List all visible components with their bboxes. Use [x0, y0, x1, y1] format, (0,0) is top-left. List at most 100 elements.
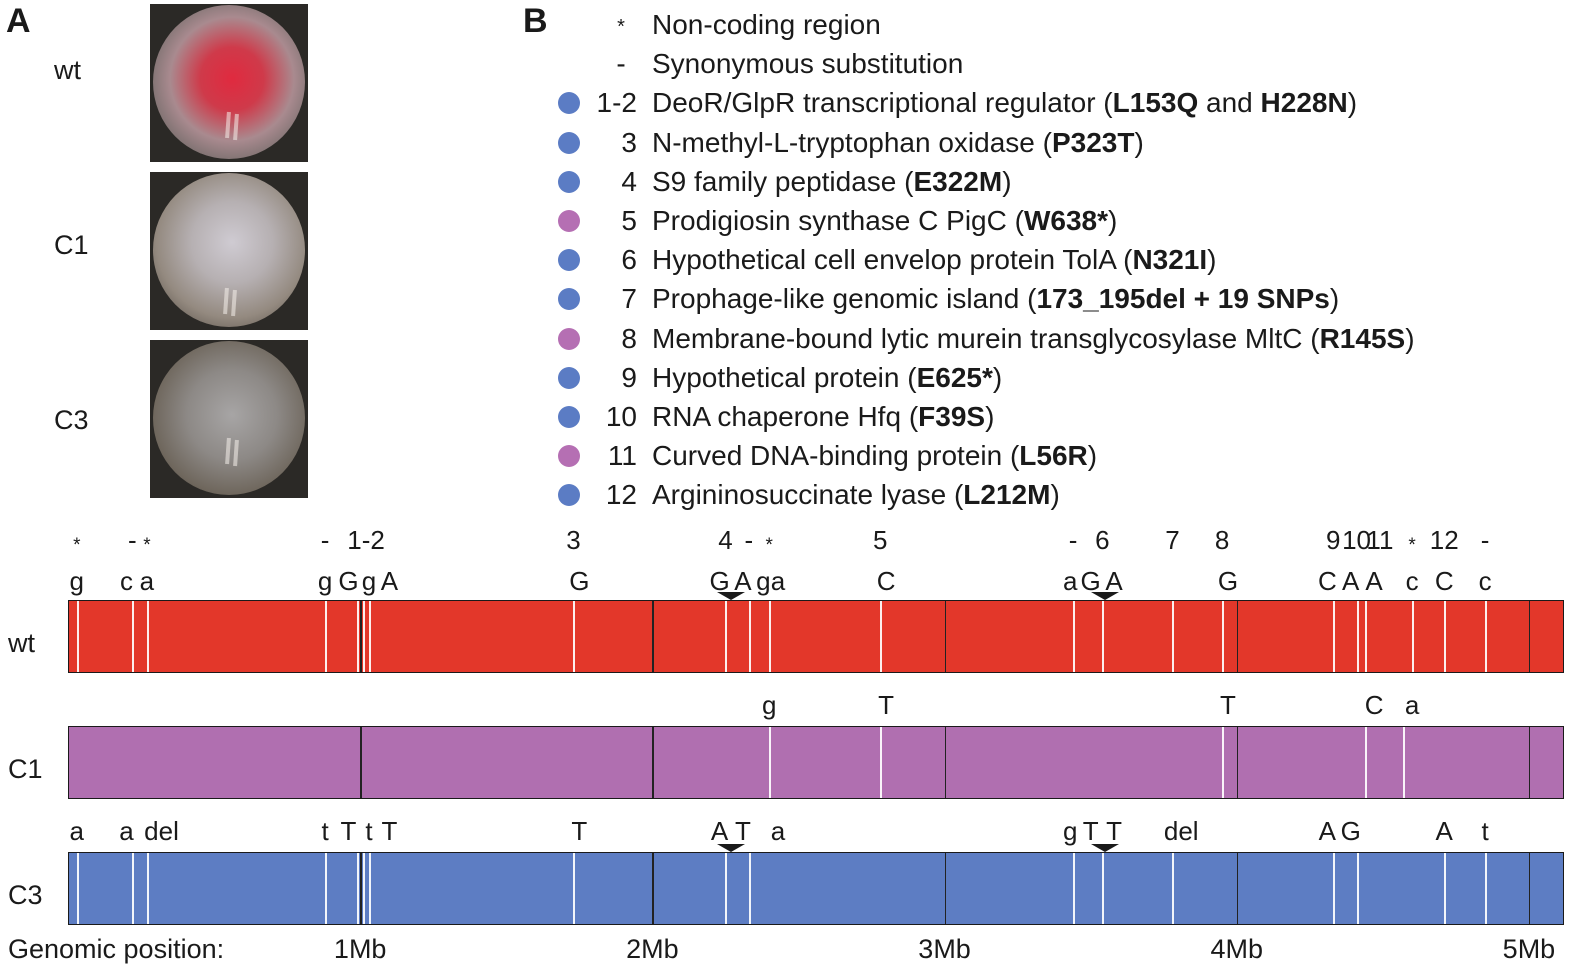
- megabase-boundary: [944, 853, 947, 924]
- variant-line: [357, 601, 360, 672]
- legend-dot-icon: [558, 92, 580, 115]
- variant-line: [325, 601, 328, 672]
- allele-label: C: [1317, 566, 1337, 596]
- allele-label: A: [734, 566, 752, 596]
- variant-line: [1365, 727, 1368, 798]
- variant-line: [1172, 853, 1175, 924]
- legend-description: Hypothetical protein (E625*): [652, 361, 1003, 393]
- megabase-boundary: [1236, 853, 1239, 924]
- variant-line: [573, 853, 576, 924]
- locus-marker: 5: [873, 525, 888, 555]
- variant-line: [1102, 853, 1105, 924]
- colony-photo-wt: [150, 4, 308, 162]
- legend-marker: 4: [621, 165, 637, 197]
- variant-line: [725, 601, 728, 672]
- variant-line: [146, 853, 149, 924]
- legend-marker: 5: [621, 205, 637, 236]
- track-label-c3: C3: [8, 880, 43, 910]
- photo-label-c1: C1: [54, 230, 89, 260]
- allele-label: c: [1405, 566, 1419, 596]
- allele-label: t: [365, 816, 373, 846]
- variant-line: [76, 601, 79, 672]
- legend-description: Non-coding region: [652, 9, 881, 40]
- variant-line: [1333, 853, 1336, 924]
- locus-marker: 4: [718, 525, 733, 555]
- locus-marker: 3: [566, 525, 581, 555]
- megabase-boundary: [1528, 727, 1531, 798]
- variant-line: [769, 727, 772, 798]
- allele-label: g: [69, 566, 84, 596]
- allele-label: T: [735, 816, 751, 846]
- genome-track-c1: [68, 726, 1564, 799]
- locus-marker: 9: [1325, 525, 1341, 555]
- variant-line: [769, 601, 772, 672]
- colony-photo-c3: [150, 340, 308, 498]
- variant-line: [363, 601, 366, 672]
- allele-label: T: [1220, 690, 1236, 720]
- legend-dot-icon: [558, 445, 580, 468]
- legend-marker: 10: [605, 401, 637, 432]
- axis-tick-label: 1Mb: [333, 934, 387, 964]
- variant-line: [132, 853, 135, 924]
- variant-line: [1172, 601, 1175, 672]
- megabase-boundary: [652, 601, 654, 672]
- variant-line: [1403, 727, 1406, 798]
- allele-label: t: [1481, 816, 1489, 846]
- allele-label: A: [1435, 816, 1453, 846]
- allele-label: T: [571, 816, 588, 846]
- legend-symbol: *: [617, 16, 625, 38]
- variant-line: [1485, 601, 1488, 672]
- allele-label: a: [69, 816, 84, 846]
- legend-description: Membrane-bound lytic murein transglycosy…: [652, 322, 1415, 354]
- legend-dot-icon: [558, 288, 580, 311]
- locus-marker: 6: [1095, 525, 1110, 555]
- legend-marker: 11: [607, 440, 637, 472]
- allele-label: T: [381, 816, 398, 846]
- legend-dot-icon: [558, 210, 580, 232]
- legend-marker: 6: [621, 244, 637, 276]
- variant-line: [76, 853, 79, 924]
- variant-line: [1333, 601, 1336, 672]
- allele-label: C: [1364, 690, 1384, 720]
- cluster-pointer-icon: [717, 592, 746, 600]
- megabase-boundary: [1528, 853, 1531, 924]
- variant-line: [368, 601, 371, 672]
- axis-tick-label: 2Mb: [626, 934, 679, 964]
- legend-marker: 3: [621, 126, 637, 158]
- cluster-pointer-icon: [717, 844, 746, 852]
- megabase-boundary: [944, 727, 947, 798]
- allele-label: T: [1106, 816, 1122, 846]
- variant-line: [1073, 853, 1076, 924]
- allele-label: A: [710, 816, 729, 846]
- allele-label: g: [756, 566, 771, 596]
- allele-label: c: [1478, 566, 1492, 596]
- variant-line: [357, 853, 360, 924]
- legend-marker: 8: [621, 322, 637, 354]
- allele-label: a: [770, 566, 786, 596]
- genome-track-wt: [68, 600, 1564, 673]
- legend-description: N-methyl-L-tryptophan oxidase (P323T): [652, 126, 1144, 158]
- locus-marker: *: [73, 535, 81, 556]
- allele-label: T: [878, 690, 895, 720]
- allele-label: A: [1342, 566, 1360, 596]
- variant-line: [880, 601, 883, 672]
- allele-label: G: [709, 566, 730, 596]
- megabase-boundary: [360, 601, 362, 672]
- photo-label-c3: C3: [54, 405, 89, 435]
- cluster-pointer-icon: [1091, 592, 1120, 600]
- axis-tick-label: 4Mb: [1210, 934, 1264, 964]
- variant-line: [146, 601, 149, 672]
- variant-line: [1356, 853, 1359, 924]
- allele-label: T: [1082, 816, 1099, 846]
- axis-title: Genomic position:: [8, 934, 225, 964]
- legend-description: DeoR/GlpR transcriptional regulator (L15…: [652, 87, 1358, 119]
- allele-label: g: [1062, 816, 1078, 846]
- legend-description: Hypothetical cell envelop protein TolA (…: [652, 244, 1217, 276]
- locus-marker: -: [1068, 525, 1078, 555]
- photo-label-wt: wt: [54, 55, 81, 85]
- locus-marker: -: [320, 525, 330, 555]
- locus-marker: *: [1408, 535, 1416, 556]
- variant-line: [132, 601, 135, 672]
- legend-description: Prophage-like genomic island (173_195del…: [652, 283, 1340, 315]
- locus-marker: -: [744, 525, 754, 555]
